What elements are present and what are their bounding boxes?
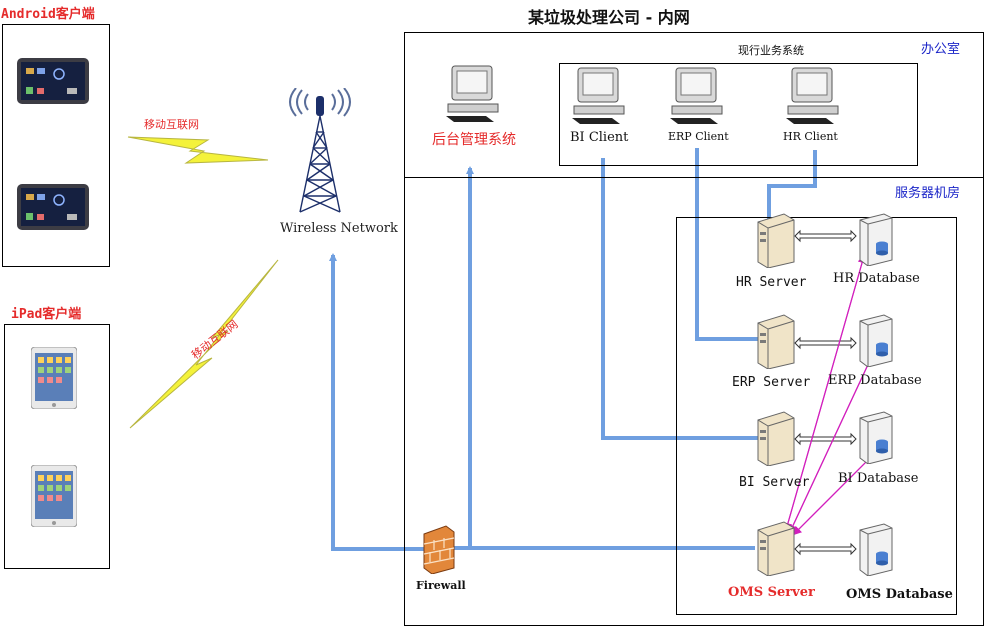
server-room-box [676, 217, 957, 615]
connector-firewall-to-wireless [329, 253, 430, 551]
erp-client-computer-icon [670, 67, 723, 124]
hr-database-label: HR Database [833, 271, 920, 286]
admin-computer-icon [446, 65, 499, 122]
connector-hr-client-to-hr-server [765, 150, 817, 230]
existing-systems-box [559, 63, 918, 166]
erp-database-label: ERP Database [828, 373, 922, 388]
page-title: 某垃圾处理公司 - 内网 [528, 8, 690, 27]
intranet-region [404, 32, 984, 626]
erp-database-icon [859, 314, 893, 367]
bi-database-label: BI Database [838, 471, 919, 486]
erp-client-label: ERP Client [668, 130, 729, 143]
ipad-icon [31, 347, 77, 409]
hr-client-computer-icon [786, 67, 839, 124]
erp-server-label: ERP Server [732, 375, 811, 390]
office-region-label: 办公室 [921, 42, 961, 57]
mobile-internet-label: 移动互联网 [144, 118, 199, 131]
office-server-divider [404, 177, 983, 178]
magenta-links [783, 254, 874, 536]
firewall-label: Firewall [416, 579, 466, 592]
bi-server-label: BI Server [739, 475, 810, 490]
oms-server-icon [757, 521, 795, 576]
erp-server-icon [757, 314, 795, 369]
android-client-title: Android客户端 [1, 7, 95, 22]
bi-server-icon [757, 411, 795, 466]
android-client-panel [2, 24, 110, 267]
oms-database-icon [859, 523, 893, 576]
server-room-region-label: 服务器机房 [895, 186, 961, 201]
hr-server-icon [757, 213, 795, 268]
bi-database-icon [859, 411, 893, 464]
lightning-upper [127, 136, 269, 164]
ipad-client-title: iPad客户端 [11, 307, 82, 322]
bi-client-label: BI Client [570, 130, 629, 145]
android-tablet-icon [17, 58, 89, 104]
hr-database-icon [859, 213, 893, 266]
hr-client-label: HR Client [783, 130, 838, 143]
admin-system-label: 后台管理系统 [432, 132, 516, 148]
wireless-network-label: Wireless Network [280, 221, 398, 236]
server-db-links [794, 229, 857, 556]
oms-database-label: OMS Database [846, 587, 953, 602]
android-tablet-icon [17, 184, 89, 230]
existing-systems-title: 现行业务系统 [738, 44, 804, 57]
bi-client-computer-icon [572, 67, 625, 124]
firewall-icon [423, 525, 455, 574]
hr-server-label: HR Server [736, 275, 807, 290]
ipad-client-panel [4, 324, 110, 569]
connector-erp-client-to-erp-server [695, 148, 774, 343]
oms-server-label: OMS Server [728, 585, 815, 600]
ipad-icon [31, 465, 77, 527]
wireless-tower-icon [289, 88, 351, 213]
lightning-lower [129, 259, 279, 429]
connector-bi-client-to-bi-server [601, 158, 772, 442]
